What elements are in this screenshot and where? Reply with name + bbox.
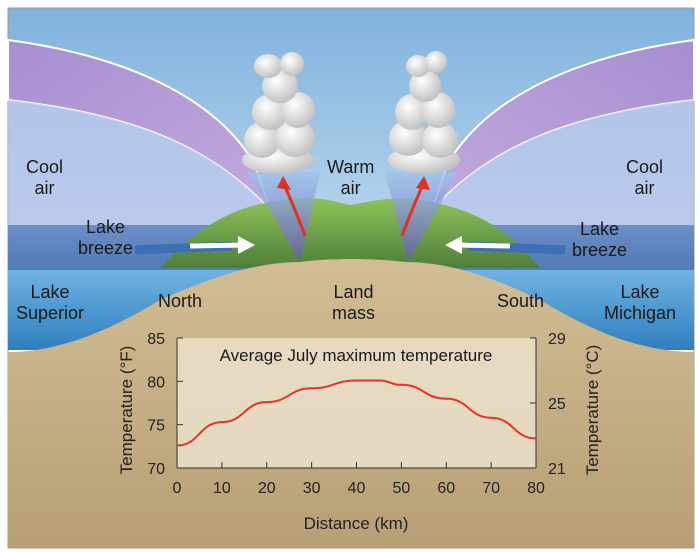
chart-series [176,379,537,447]
x-tick-label: 60 [437,480,455,497]
chart-ticks: 0 10 20 30 40 50 60 70 80 70 75 80 85 21 25 29 [147,331,566,497]
x-tick-label: 0 [173,480,182,497]
warm-air-arrowhead-left [277,176,291,190]
x-tick-label: 50 [392,480,410,497]
x-tick-label: 20 [258,480,276,497]
y2-tick-label: 29 [548,331,566,348]
x-tick-label: 40 [348,480,366,497]
y-tick-label: 85 [147,331,165,348]
y-tick-label: 75 [147,418,165,435]
warm-air-arrowhead-right [416,176,430,190]
y-tick-label: 80 [147,374,165,391]
y2-tick-label: 21 [548,461,566,478]
land-mass-hill [160,197,540,268]
y-axis-title-right: Temperature (°C) [583,345,602,476]
south-label: South [497,291,545,311]
chart-plot-area [177,338,536,468]
x-tick-label: 80 [527,480,545,497]
y-axis-title-left: Temperature (°F) [117,346,136,475]
x-axis-title: Distance (km) [304,514,409,533]
rain-shaft-right [385,172,458,262]
y2-tick-label: 25 [548,396,566,413]
cloud-left [242,52,315,174]
x-tick-label: 70 [482,480,500,497]
x-tick-label: 10 [213,480,231,497]
cloud-right [388,51,460,174]
rain-shaft-left [248,172,320,262]
lake-breeze-arrow-right [445,236,566,255]
chart-title: Average July maximum temperature [220,346,493,365]
north-label: North [158,291,203,311]
x-tick-label: 30 [303,480,321,497]
temperature-curve [176,379,537,447]
lake-breeze-arrow-left [134,236,255,255]
y-tick-label: 70 [147,461,165,478]
